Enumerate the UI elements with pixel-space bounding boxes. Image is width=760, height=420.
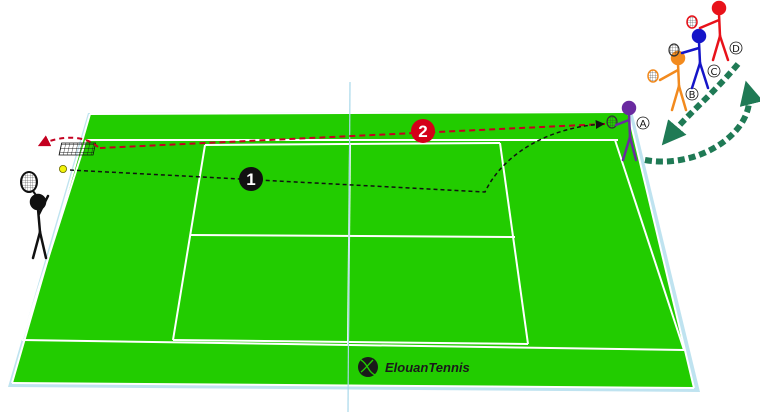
player-a-badge <box>636 116 650 130</box>
service-line-near <box>172 339 529 345</box>
player-d-badge <box>729 41 743 55</box>
player-c: C <box>668 28 721 90</box>
court-surface <box>12 112 694 388</box>
player-a-label: A <box>640 119 647 130</box>
court-lines <box>11 111 695 389</box>
player-a: A <box>606 100 650 162</box>
curved-arrow-icon <box>644 80 760 165</box>
trajectory-1 <box>69 119 605 193</box>
player-d: D <box>686 0 743 62</box>
stick-figure-player-icon <box>680 28 710 90</box>
marker-2: 2 <box>411 119 435 143</box>
singles-sideline-left <box>21 139 87 341</box>
court <box>8 81 700 413</box>
baseline-near <box>11 382 695 389</box>
service-line-far <box>204 142 501 146</box>
tennis-ball <box>59 164 68 173</box>
singles-sideline-right <box>614 139 685 351</box>
brand-name: ElouanTennis <box>385 360 470 375</box>
feeder-player <box>20 164 68 260</box>
service-box-right <box>499 142 529 345</box>
brand-logo: ElouanTennis <box>358 357 470 377</box>
racket-icon <box>668 43 680 57</box>
mid-court-line <box>189 234 516 238</box>
trajectory-2-line <box>99 123 606 149</box>
stick-figure-feeder-icon <box>29 193 50 260</box>
racket-icon <box>647 69 659 83</box>
racket-icon <box>606 115 618 129</box>
racket-icon <box>686 15 698 29</box>
marker-2-label: 2 <box>418 122 427 141</box>
marker-1: 1 <box>239 167 263 191</box>
stick-figure-player-icon <box>658 50 688 112</box>
trajectory-2-curve <box>37 135 99 148</box>
tennis-ball-icon <box>358 357 378 377</box>
net-basket <box>58 142 97 156</box>
player-d-label: D <box>732 44 740 55</box>
player-b: B <box>647 50 699 112</box>
player-b-label: B <box>689 90 696 101</box>
curved-arrow-icon <box>661 62 741 146</box>
marker-1-label: 1 <box>246 170 255 189</box>
player-c-label: C <box>711 67 718 78</box>
racket-icon <box>20 171 39 199</box>
doubles-sideline-right <box>627 111 695 389</box>
trajectory-1-line <box>69 119 605 193</box>
singles-line-near <box>21 339 685 351</box>
trajectory-2 <box>37 123 606 149</box>
stick-figure-player-icon <box>698 0 730 62</box>
rotation-arrows <box>644 62 760 165</box>
stick-figure-player-icon <box>614 100 638 162</box>
player-c-badge <box>707 64 721 78</box>
baseline-far <box>89 111 629 115</box>
